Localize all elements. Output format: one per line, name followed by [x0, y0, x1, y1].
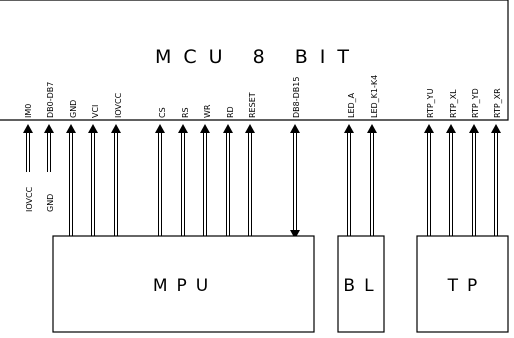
side-label-gnd: GND: [46, 194, 55, 212]
pin-label-reset: RESET: [248, 92, 257, 118]
pin-label-iovcc: IOVCC: [114, 92, 123, 118]
pin-label-led-a: LED_A: [347, 92, 356, 118]
line-led-a: [344, 124, 354, 236]
pin-label-gnd: GND: [69, 100, 78, 118]
pin-label-cs: CS: [158, 107, 167, 118]
line-rtp-yu: [424, 124, 434, 236]
tp-block: [416, 235, 509, 333]
pin-label-wr: WR: [203, 104, 212, 118]
line-led-k: [367, 124, 377, 236]
pin-label-db0-db7: DB0-DB7: [46, 82, 55, 118]
mpu-block: [52, 235, 315, 333]
line-rs: [178, 124, 188, 236]
pin-label-im0: IM0: [24, 104, 33, 118]
line-db8-db15: [290, 124, 300, 239]
pin-labels: IM0 DB0-DB7 GND VCI IOVCC CS RS WR RD RE…: [24, 75, 502, 118]
line-rtp-xl: [446, 124, 456, 236]
bl-label: BL: [343, 276, 382, 296]
mcu-title: MCU 8 BIT: [155, 46, 361, 68]
line-rd: [223, 124, 233, 236]
pin-label-rtp-yd: RTP_YD: [471, 88, 480, 118]
line-db0-db7: [44, 124, 54, 172]
pin-label-rs: RS: [181, 107, 190, 118]
pin-label-db8-db15: DB8-DB15: [292, 77, 301, 118]
pin-label-rtp-yu: RTP_YU: [426, 88, 435, 118]
line-rtp-yd: [469, 124, 479, 236]
pin-label-led-k: LED_K1-K4: [370, 75, 379, 118]
pin-label-rtp-xl: RTP_XL: [449, 89, 458, 118]
line-im0: [23, 124, 33, 172]
side-label-iovcc: IOVCC: [25, 186, 34, 212]
line-gnd: [66, 124, 76, 236]
signal-lines: [23, 124, 501, 239]
pin-label-rd: RD: [226, 106, 235, 118]
line-reset: [245, 124, 255, 236]
line-vci: [88, 124, 98, 236]
bl-block: [337, 235, 385, 333]
pin-label-rtp-xr: RTP_XR: [493, 88, 502, 118]
line-wr: [200, 124, 210, 236]
line-iovcc: [111, 124, 121, 236]
line-cs: [155, 124, 165, 236]
line-rtp-xr: [491, 124, 501, 236]
tp-label: TP: [447, 276, 487, 296]
mcu-frame: [0, 0, 509, 121]
mpu-label: MPU: [153, 276, 217, 296]
pin-label-vci: VCI: [91, 105, 100, 118]
